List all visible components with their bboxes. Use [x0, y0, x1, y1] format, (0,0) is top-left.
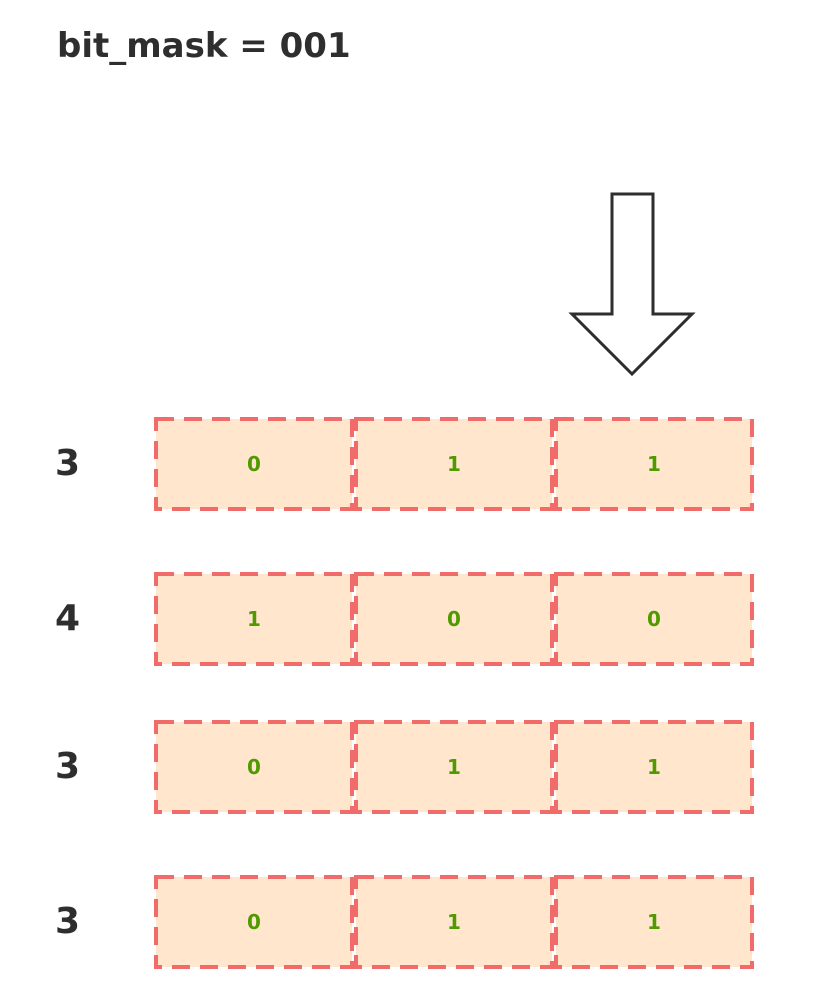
bit-row: 3 0 1 1: [0, 417, 831, 511]
bit-row: 3 0 1 1: [0, 720, 831, 814]
bit-value: 1: [447, 910, 461, 934]
row-value-label: 4: [55, 598, 81, 639]
bit-value: 1: [647, 910, 661, 934]
bit-cell: 1: [354, 875, 554, 969]
bit-cell: 0: [554, 572, 754, 666]
bit-value: 0: [247, 452, 261, 476]
bit-cell: 1: [554, 417, 754, 511]
bit-cell: 0: [154, 875, 354, 969]
bit-value: 0: [647, 607, 661, 631]
bit-value: 1: [647, 452, 661, 476]
bit-cell: 1: [354, 720, 554, 814]
bit-value: 1: [247, 607, 261, 631]
bit-value: 1: [447, 755, 461, 779]
bit-cell: 1: [354, 417, 554, 511]
page-title: bit_mask = 001: [57, 26, 351, 66]
bit-value: 1: [647, 755, 661, 779]
bit-cell: 1: [554, 875, 754, 969]
down-arrow-icon: [566, 188, 698, 386]
bit-value: 1: [447, 452, 461, 476]
bit-value: 0: [247, 910, 261, 934]
bit-cell: 0: [154, 417, 354, 511]
bit-cell: 1: [154, 572, 354, 666]
row-value-label: 3: [55, 901, 81, 942]
bit-row: 3 0 1 1: [0, 875, 831, 969]
bit-value: 0: [247, 755, 261, 779]
bit-value: 0: [447, 607, 461, 631]
row-value-label: 3: [55, 746, 81, 787]
bit-cell: 0: [354, 572, 554, 666]
bit-cell: 0: [154, 720, 354, 814]
bit-cell: 1: [554, 720, 754, 814]
row-value-label: 3: [55, 443, 81, 484]
bit-row: 4 1 0 0: [0, 572, 831, 666]
